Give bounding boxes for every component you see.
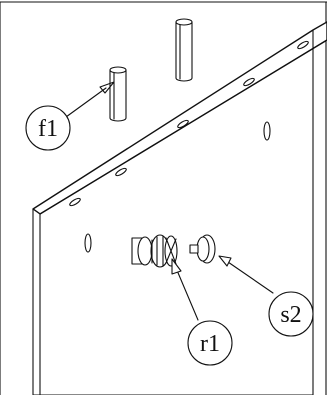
callout-label-f1: f1 <box>38 116 58 142</box>
callout-label-r1: r1 <box>200 331 220 357</box>
callout-f1: f1 <box>25 105 71 151</box>
leader-f1 <box>65 81 115 118</box>
edge-hole <box>297 40 309 50</box>
edge-hole <box>177 119 189 129</box>
edge-hole <box>69 197 81 207</box>
cam-lock <box>131 234 178 268</box>
face-holes <box>84 121 271 253</box>
board-panel <box>32 21 327 395</box>
callout-label-s2: s2 <box>280 302 301 328</box>
face-hole <box>84 233 92 253</box>
callout-s2: s2 <box>268 291 314 337</box>
edge-hole <box>115 167 127 177</box>
leader-r1 <box>171 258 199 321</box>
edge-holes <box>69 40 309 207</box>
dowel-right <box>175 18 193 82</box>
screw-cap <box>189 234 216 264</box>
callout-r1: r1 <box>187 320 233 366</box>
edge-hole <box>243 77 255 87</box>
leader-s2 <box>218 255 274 294</box>
dowel-left <box>109 66 127 122</box>
face-hole <box>263 121 271 141</box>
